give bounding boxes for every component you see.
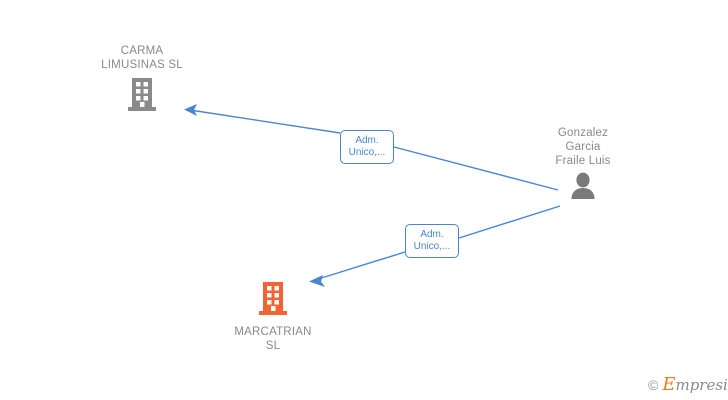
graph-node-carma-limusinas-sl[interactable]: CARMA LIMUSINAS SL <box>62 44 222 117</box>
graph-node-marcatrian-sl[interactable]: MARCATRIAN SL <box>193 280 353 353</box>
brand-logo: Empresia <box>662 374 728 395</box>
edge-line-left-segment <box>314 251 406 281</box>
graph-node-gonzalez-garcia-fraile-luis[interactable]: Gonzalez Garcia Fraile Luis <box>503 126 663 205</box>
arrowhead-icon <box>309 275 325 287</box>
person-icon <box>567 172 599 205</box>
edge-label-adm-unico-marcatrian[interactable]: Adm. Unico,... <box>405 224 459 258</box>
building-icon <box>256 280 290 321</box>
edge-person-to-marcatrian[interactable] <box>309 205 561 287</box>
building-icon <box>125 76 159 117</box>
brand-rest: mpresia <box>675 376 728 394</box>
edge-line-left-segment <box>189 109 341 134</box>
brand-initial: E <box>662 374 676 395</box>
edge-line-right-segment <box>458 205 561 239</box>
node-label: Gonzalez Garcia Fraile Luis <box>555 127 611 167</box>
node-label: CARMA LIMUSINAS SL <box>101 45 183 71</box>
edge-line-right-segment <box>393 146 559 191</box>
node-label: MARCATRIAN SL <box>234 326 312 352</box>
copyright-icon: © <box>648 377 659 393</box>
empresia-watermark: © Empresia <box>648 374 728 395</box>
edge-person-to-carma[interactable] <box>184 104 559 191</box>
edge-label-adm-unico-carma[interactable]: Adm. Unico,... <box>340 130 394 164</box>
arrowhead-icon <box>184 104 197 116</box>
